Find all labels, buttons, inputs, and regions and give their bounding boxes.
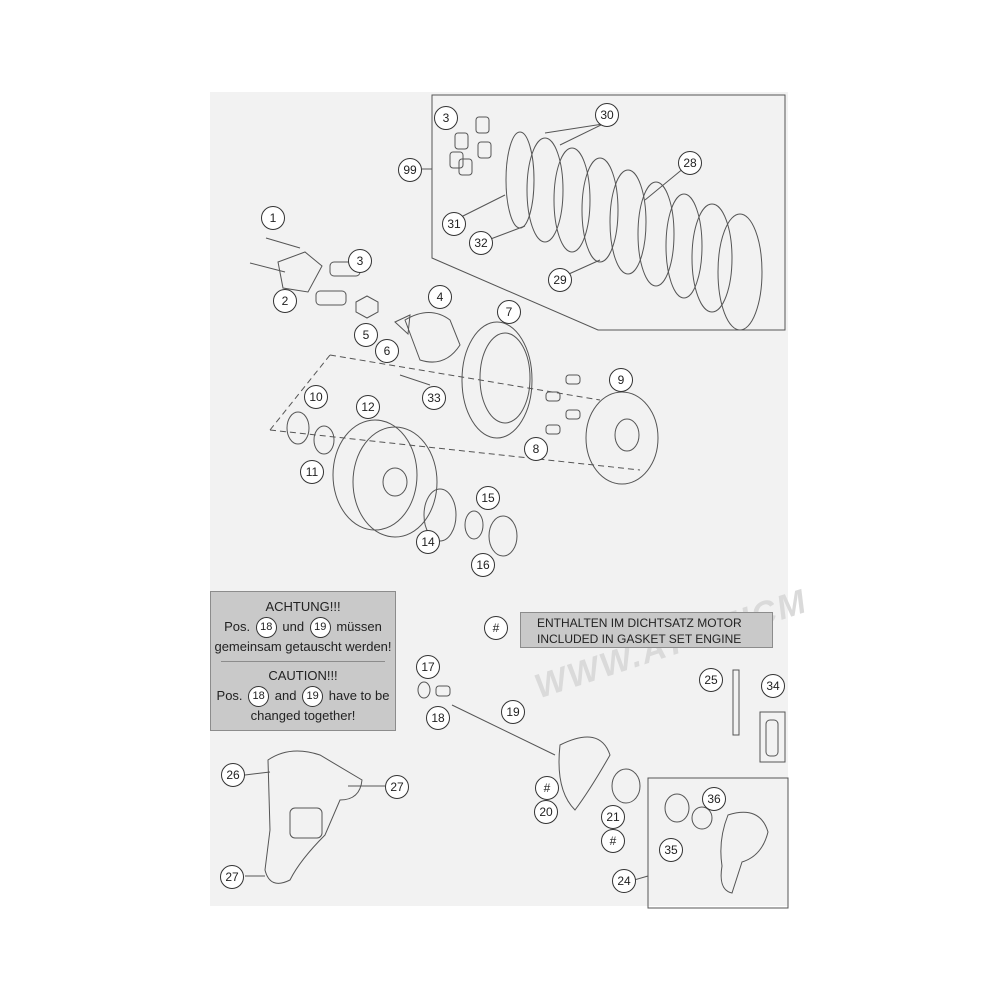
callout-33[interactable]: 33: [422, 386, 446, 410]
callout-99[interactable]: 99: [398, 158, 422, 182]
screws-and-plate: [249, 237, 379, 319]
slave-cylinder-frame: [647, 777, 789, 909]
callout-35[interactable]: 35: [659, 838, 683, 862]
repair-kit: [765, 719, 779, 757]
pushrod-short: [399, 374, 431, 386]
pushrod: [451, 704, 556, 756]
callout-27-right[interactable]: 27: [385, 775, 409, 799]
pressure-plate: [585, 391, 659, 485]
callout-31[interactable]: 31: [442, 212, 466, 236]
callout-27-bottom[interactable]: 27: [220, 865, 244, 889]
clip: [394, 314, 411, 336]
leader-lines: [244, 123, 691, 881]
callout-7[interactable]: 7: [497, 300, 521, 324]
callout-36[interactable]: 36: [702, 787, 726, 811]
callout-24[interactable]: 24: [612, 869, 636, 893]
gasket-line-de: ENTHALTEN IM DICHTSATZ MOTOR: [537, 616, 742, 630]
kit-springs: [449, 116, 492, 176]
hash-21[interactable]: #: [601, 829, 625, 853]
hash-gasket[interactable]: #: [484, 616, 508, 640]
assembly-axes: [269, 354, 641, 471]
needle-bearing: [464, 510, 484, 540]
callout-4[interactable]: 4: [428, 285, 452, 309]
ref-19-de[interactable]: 19: [309, 617, 331, 639]
clutch-cover: [264, 750, 363, 884]
bushing: [435, 685, 451, 697]
clutch-basket: [332, 419, 438, 538]
callout-25[interactable]: 25: [699, 668, 723, 692]
clutch-plates: [505, 131, 763, 331]
callout-30[interactable]: 30: [595, 103, 619, 127]
callout-11[interactable]: 11: [300, 460, 324, 484]
hash-20[interactable]: #: [535, 776, 559, 800]
callout-16[interactable]: 16: [471, 553, 495, 577]
ref-18-de[interactable]: 18: [255, 617, 277, 639]
kit-99-frame: [431, 94, 786, 331]
callout-20[interactable]: 20: [534, 800, 558, 824]
seal-ring: [417, 681, 431, 699]
bleed-screw: [732, 669, 740, 736]
callout-9[interactable]: 9: [609, 368, 633, 392]
note-divider: [221, 661, 385, 662]
gasket-set-note: ENTHALTEN IM DICHTSATZ MOTOR INCLUDED IN…: [520, 612, 773, 648]
callout-32[interactable]: 32: [469, 231, 493, 255]
gasket-line-en: INCLUDED IN GASKET SET ENGINE: [537, 632, 742, 646]
slave-cylinder-kit-frame: [759, 711, 786, 763]
caution-line-de-1: Pos. 18 und 19 müssen: [211, 617, 395, 639]
callout-18[interactable]: 18: [426, 706, 450, 730]
callout-21[interactable]: 21: [601, 805, 625, 829]
pressure-cap: [404, 312, 461, 363]
callout-6[interactable]: 6: [375, 339, 399, 363]
callout-5[interactable]: 5: [354, 323, 378, 347]
primary-gear: [423, 488, 457, 542]
callout-10[interactable]: 10: [304, 385, 328, 409]
gasket: [558, 736, 611, 811]
ref-18-en[interactable]: 18: [248, 686, 270, 708]
callout-34[interactable]: 34: [761, 674, 785, 698]
caution-line-de-2: gemeinsam getauscht werden!: [214, 639, 392, 654]
thrust-washer: [286, 411, 310, 445]
callout-17[interactable]: 17: [416, 655, 440, 679]
callout-12[interactable]: 12: [356, 395, 380, 419]
callout-2[interactable]: 2: [273, 289, 297, 313]
o-ring: [611, 768, 641, 804]
damper-springs: [545, 374, 581, 435]
circlip: [313, 425, 335, 455]
caution-line-en-1: Pos. 18 and 19 have to be: [211, 686, 395, 708]
callout-3[interactable]: 3: [348, 249, 372, 273]
cover-logo: [289, 807, 323, 839]
caution-title-en: CAUTION!!!: [268, 668, 338, 683]
callout-19[interactable]: 19: [501, 700, 525, 724]
piston: [664, 793, 690, 823]
callout-26[interactable]: 26: [221, 763, 245, 787]
seal: [691, 806, 713, 830]
caution-title-de: ACHTUNG!!!: [265, 599, 341, 614]
ref-19-en[interactable]: 19: [302, 686, 324, 708]
caution-line-en-2: changed together!: [250, 708, 356, 723]
callout-3-kit[interactable]: 3: [434, 106, 458, 130]
callout-14[interactable]: 14: [416, 530, 440, 554]
callout-29[interactable]: 29: [548, 268, 572, 292]
slave-cylinder-body: [720, 811, 769, 894]
callout-15[interactable]: 15: [476, 486, 500, 510]
inner-hub: [461, 321, 533, 439]
callout-8[interactable]: 8: [524, 437, 548, 461]
caution-note: ACHTUNG!!! Pos. 18 und 19 müssen gemeins…: [210, 591, 396, 731]
callout-28[interactable]: 28: [678, 151, 702, 175]
callout-1[interactable]: 1: [261, 206, 285, 230]
washer: [488, 515, 518, 557]
